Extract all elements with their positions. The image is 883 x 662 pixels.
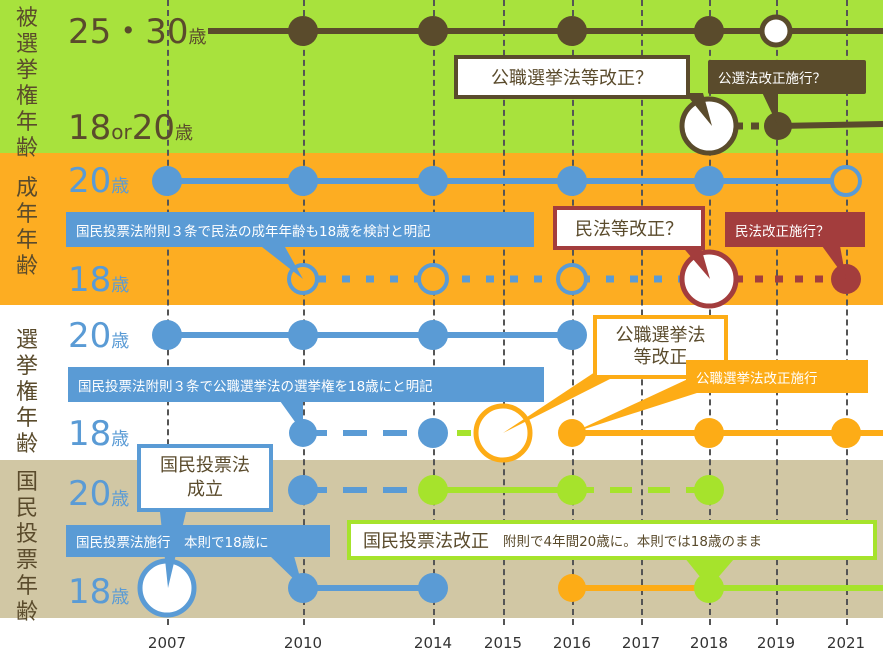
year-label-2016: 2016 (552, 634, 592, 652)
voting-top-node-2010 (288, 320, 318, 350)
candidacy-bottom-line (777, 121, 883, 129)
adult-bottom-value: 18歳 (68, 260, 130, 300)
gridline-2010 (303, 0, 305, 625)
year-label-2007: 2007 (147, 634, 187, 652)
callout-kokumin-tohyo-shiko: 国民投票法施行 本則で18歳に (66, 525, 330, 557)
adult-callout-ring (679, 249, 739, 309)
year-label-2021: 2021 (826, 634, 866, 652)
referendum-bottom-value: 18歳 (68, 572, 130, 612)
year-label-2018: 2018 (689, 634, 729, 652)
adult-top-node-2016 (557, 166, 587, 196)
candidacy-top-node-2016 (557, 16, 587, 46)
voting-callout-pointer-2 (572, 378, 700, 433)
adult-top-value: 20歳 (68, 161, 130, 201)
referendum-bluebox-pointer (270, 556, 303, 588)
callout-koshoku-kaisei: 公職選挙法等改正？ (454, 55, 690, 99)
candidacy-top-node-2019 (759, 14, 793, 48)
year-label-2017: 2017 (621, 634, 661, 652)
callout-kosenho-shiko: 公選法改正施行？ (708, 60, 866, 94)
callout-koshoku-kaisei-orange: 公職選挙法 等改正 (593, 315, 728, 379)
callout-minpo-shiko: 民法改正施行？ (725, 212, 865, 247)
callout-kokumin-tohyo-kaisei: 国民投票法改正 附則で4年間20歳に。本則では18歳のまま (347, 520, 877, 560)
adult-callout-pointer-2 (822, 246, 846, 279)
voting-top-node-2007 (152, 320, 182, 350)
adult-bottom-node-2014 (417, 263, 449, 295)
candidacy-top-node-2014 (418, 16, 448, 46)
candidacy-top-value: 25・30歳 (68, 12, 207, 52)
voting-top-node-2014 (418, 320, 448, 350)
adult-top-node-2007 (152, 166, 182, 196)
referendum-limebox-pointer (680, 552, 740, 588)
gridline-2019 (776, 0, 778, 625)
adult-bluebox-pointer (262, 247, 303, 279)
referendum-bottom-node-2016 (558, 574, 586, 602)
voting-bottom-node-2018 (694, 418, 724, 448)
candidacy-top-node-2010 (288, 16, 318, 46)
gridline-2016 (572, 0, 574, 625)
voting-top-value: 20歳 (68, 316, 130, 356)
candidacy-callout-pointer (685, 93, 712, 126)
callout-adult-age-annex: 国民投票法附則３条で民法の成年年齢も18歳を検討と明記 (66, 212, 534, 247)
voting-callout-pointer (503, 370, 612, 433)
year-label-2015: 2015 (483, 634, 523, 652)
callout-kokumin-tohyo-seiritsu: 国民投票法 成立 (137, 444, 273, 512)
referendum-top-node-2016 (557, 475, 587, 505)
gridline-2015 (503, 0, 505, 625)
referendum-top-node-2014 (418, 475, 448, 505)
gridline-2018 (709, 0, 711, 625)
row-label-voting-age: 選挙権年齢 (15, 328, 38, 457)
callout-koshoku-shiko: 公職選挙法改正施行 (686, 360, 868, 393)
candidacy-callout-pointer-2 (760, 88, 778, 126)
row-label-referendum-age: 国民投票年齢 (15, 470, 38, 625)
gridline-2021 (846, 0, 848, 625)
gridline-2017 (641, 0, 643, 625)
gridline-2007 (167, 0, 169, 625)
adult-callout-pointer (680, 244, 710, 279)
referendum-top-value: 20歳 (68, 474, 130, 514)
candidacy-top-node-2018 (694, 16, 724, 46)
voting-bottom-node-2021 (831, 418, 861, 448)
year-label-2014: 2014 (413, 634, 453, 652)
adult-top-node-2021 (830, 165, 862, 197)
voting-top-node-2016 (557, 320, 587, 350)
gridline-2014 (433, 0, 435, 625)
year-label-2010: 2010 (283, 634, 323, 652)
adult-bottom-node-2016 (556, 263, 588, 295)
callout-voting-age-annex: 国民投票法附則３条で公職選挙法の選挙権を18歳にと明記 (68, 367, 544, 402)
referendum-bottom-node-2014 (418, 573, 448, 603)
adult-top-node-2010 (288, 166, 318, 196)
referendum-top-node-2010 (288, 475, 318, 505)
referendum-top-node-2018 (694, 475, 724, 505)
adult-top-node-2018 (694, 166, 724, 196)
candidacy-callout-ring (679, 96, 739, 156)
voting-bottom-node-2014 (418, 418, 448, 448)
row-label-candidacy-age: 被選挙権年齢 (15, 6, 38, 161)
year-label-2019: 2019 (756, 634, 796, 652)
candidacy-bottom-value: 18or20歳 (68, 108, 193, 148)
adult-top-node-2014 (418, 166, 448, 196)
voting-bluebox-pointer (280, 401, 303, 433)
voting-bottom-value: 18歳 (68, 414, 130, 454)
callout-minpo-kaisei: 民法等改正？ (553, 206, 705, 250)
row-label-adult-age: 成年年齢 (15, 176, 38, 279)
